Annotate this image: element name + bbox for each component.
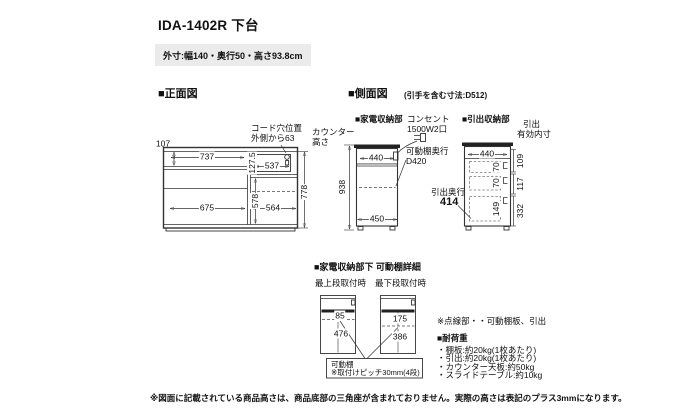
shelf-top-position-label: 最上段取付時 xyxy=(315,278,367,288)
power-plug-icon xyxy=(414,133,426,142)
dim-counter-height: 938 xyxy=(337,179,347,195)
dim-open-height: 578 xyxy=(250,192,260,210)
page-title: IDA-1402R 下台 xyxy=(158,18,259,33)
load-item-countertop: ・カウンター天板:約50kg xyxy=(437,361,535,372)
dim-drawer-eff1: 109 xyxy=(514,153,525,169)
cord-hole-label-line1: コード穴位置 xyxy=(251,123,303,133)
drawer-depth-label: 引出奥行 xyxy=(431,187,466,197)
dim-drawer-eff2: 117 xyxy=(514,177,525,191)
dim-appliance-base-width: 450 xyxy=(368,213,386,224)
dotted-line-note: ※点線部・・可動棚板、引出 xyxy=(437,316,547,326)
dim-drawer-box1: 70 xyxy=(491,161,501,173)
dim-drawer-box3: 149 xyxy=(491,200,501,218)
dim-drawer-box2: 70 xyxy=(491,177,501,189)
drawer-handle-icon xyxy=(503,162,508,204)
front-view-drawing xyxy=(162,144,308,232)
cord-hole-label-line2: 外側から63 xyxy=(251,133,295,143)
drawer-inner-label-line2: 有効内寸 xyxy=(517,128,552,139)
dim-open-width: 564 xyxy=(264,202,282,213)
load-item-drawer: ・引出:約20kg(1枚あたり) xyxy=(437,353,537,363)
outer-dimensions-badge: 外寸:幅140・奥行50・高さ93.8cm xyxy=(155,44,311,66)
cord-hole-icon xyxy=(284,154,290,166)
footer-disclaimer: ※図面に記載されている商品高さは、商品底部の三角座が含まれておりません。実際の高… xyxy=(150,393,627,403)
movable-shelf-depth-label-line1: 可動棚奥行 xyxy=(406,146,449,156)
counter-height-label-line2: 高さ xyxy=(312,137,330,147)
dim-appliance-inner-width: 440 xyxy=(367,152,385,163)
dim-drawer-inner-width: 440 xyxy=(478,148,496,159)
drawer-inner-label-line1: 引出 xyxy=(523,119,541,129)
load-item-shelf: ・棚板:約20kg(1枚あたり) xyxy=(437,344,537,355)
load-item-slide-table: ・スライドテーブル:約10kg xyxy=(437,370,543,380)
shelf-bottom-position-label: 最下段取付時 xyxy=(375,278,427,288)
dim-slot-width: 537 xyxy=(263,160,281,171)
shelf-detail-header: ■家電収納部下 可動棚詳細 xyxy=(314,262,421,272)
drawer-section-header: ■引出収納部 xyxy=(462,114,510,124)
front-view-header: ■正面図 xyxy=(158,88,198,100)
appliance-section-header: ■家電収納部 xyxy=(355,114,403,124)
dim-shelf-top-upper: 85 xyxy=(334,310,346,321)
drawer-side-drawing xyxy=(457,142,516,231)
drawer-depth-value: 414 xyxy=(440,196,459,208)
dim-drawer-eff3: 332 xyxy=(514,203,525,219)
outlet-icon xyxy=(393,151,399,161)
shelf-callout-line1: 可動棚 xyxy=(331,360,354,369)
dim-right-height: 778 xyxy=(299,183,309,201)
movable-shelf-depth-label-line2: D420 xyxy=(406,155,427,166)
dim-shelf-top-lower: 476 xyxy=(332,328,350,339)
load-capacity-header: ■耐荷重 xyxy=(437,333,468,343)
shelf-callout-line2: ※取付けピッチ30mm(4段) xyxy=(331,368,420,377)
outlet-label-line1: コンセント xyxy=(407,114,450,124)
dim-left-width: 675 xyxy=(198,202,216,213)
counter-height-label-line1: カウンター xyxy=(312,127,355,137)
dim-shelf-bottom-upper: 175 xyxy=(391,313,409,324)
dim-slot-height: 127.5 xyxy=(247,151,257,175)
dim-top-drawer-height: 107 xyxy=(155,138,171,149)
dim-top-width: 737 xyxy=(198,151,216,162)
side-view-header-note: (引手を含む寸法:D512) xyxy=(404,91,488,100)
outlet-label-line2: 1500W2口 xyxy=(407,123,448,134)
side-view-header: ■側面図 xyxy=(348,88,388,100)
dim-shelf-bottom-lower: 386 xyxy=(391,331,409,342)
